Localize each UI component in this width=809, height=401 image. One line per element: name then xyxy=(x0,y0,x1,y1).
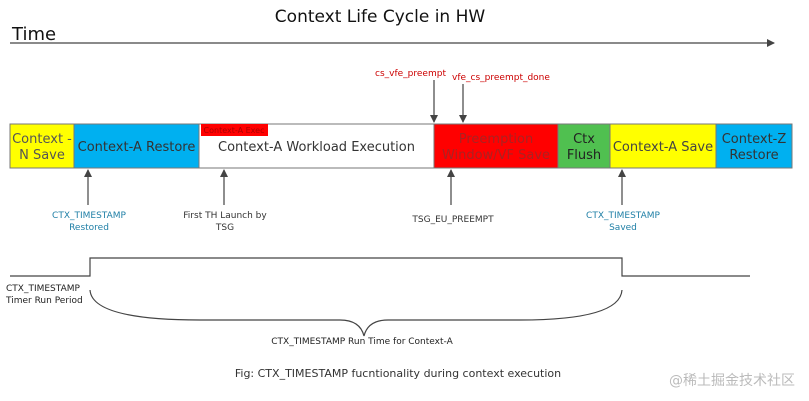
segment-context-a-workload-execution-label: Context-A Workload Execution xyxy=(218,140,415,155)
segment-context-a-restore xyxy=(73,123,200,169)
segment-context-z-restore-label: Restore xyxy=(729,148,778,163)
run-time-brace xyxy=(89,289,623,337)
segment-context-n-save xyxy=(9,123,75,169)
segment-preemption-window-vf-save-label: Preemption xyxy=(459,132,533,147)
diagram-title: Context Life Cycle in HW xyxy=(275,7,486,27)
marker-restored-line1: CTX_TIMESTAMP xyxy=(52,211,126,221)
segments-bar: Context -N Save Context-A Restore Context-… xyxy=(9,123,793,169)
timer-label-line1: CTX_TIMESTAMP xyxy=(6,284,80,294)
watermark: @稀土掘金技术社区 xyxy=(669,373,795,389)
marker-tsg-eu-preempt: TSG_EU_PREEMPT xyxy=(411,215,494,225)
segment-context-a-save-label: Context-A Save xyxy=(613,140,713,155)
segment-context-n-save-label: Context - xyxy=(12,132,72,147)
timer-label-line2: Timer Run Period xyxy=(5,296,83,306)
segment-context-a-save xyxy=(609,123,717,169)
time-label: Time xyxy=(11,24,56,45)
segment-context-z-restore xyxy=(715,123,793,169)
segment-ctx-flush xyxy=(557,123,611,169)
figure-caption: Fig: CTX_TIMESTAMP fucntionality during … xyxy=(235,367,561,380)
exec-overlay-block xyxy=(201,124,268,136)
marker-saved-line2: Saved xyxy=(609,223,637,233)
segment-context-z-restore-label: Context-Z xyxy=(722,132,787,147)
segment-ctx-flush-label: Ctx xyxy=(573,132,595,147)
marker-first-th-line2: TSG xyxy=(215,223,234,233)
marker-restored-line2: Restored xyxy=(69,223,109,233)
marker-first-th-line1: First TH Launch by xyxy=(183,211,267,221)
marker-saved-line1: CTX_TIMESTAMP xyxy=(586,211,660,221)
segment-preemption-window-vf-save-label: Window/VF Save xyxy=(442,148,550,163)
vfe-cs-preempt-done-label: vfe_cs_preempt_done xyxy=(452,73,550,83)
segment-preemption-window-vf-save xyxy=(433,123,559,169)
cs-vfe-preempt-label: cs_vfe_preempt xyxy=(375,69,446,79)
segment-ctx-flush-label: Flush xyxy=(567,148,601,163)
segment-context-a-restore-label: Context-A Restore xyxy=(78,140,196,155)
segment-context-n-save-label: N Save xyxy=(19,148,65,163)
exec-overlay-label: Context-A Exec xyxy=(204,126,265,135)
timer-waveform xyxy=(10,257,750,277)
run-time-label: CTX_TIMESTAMP Run Time for Context-A xyxy=(271,337,453,347)
